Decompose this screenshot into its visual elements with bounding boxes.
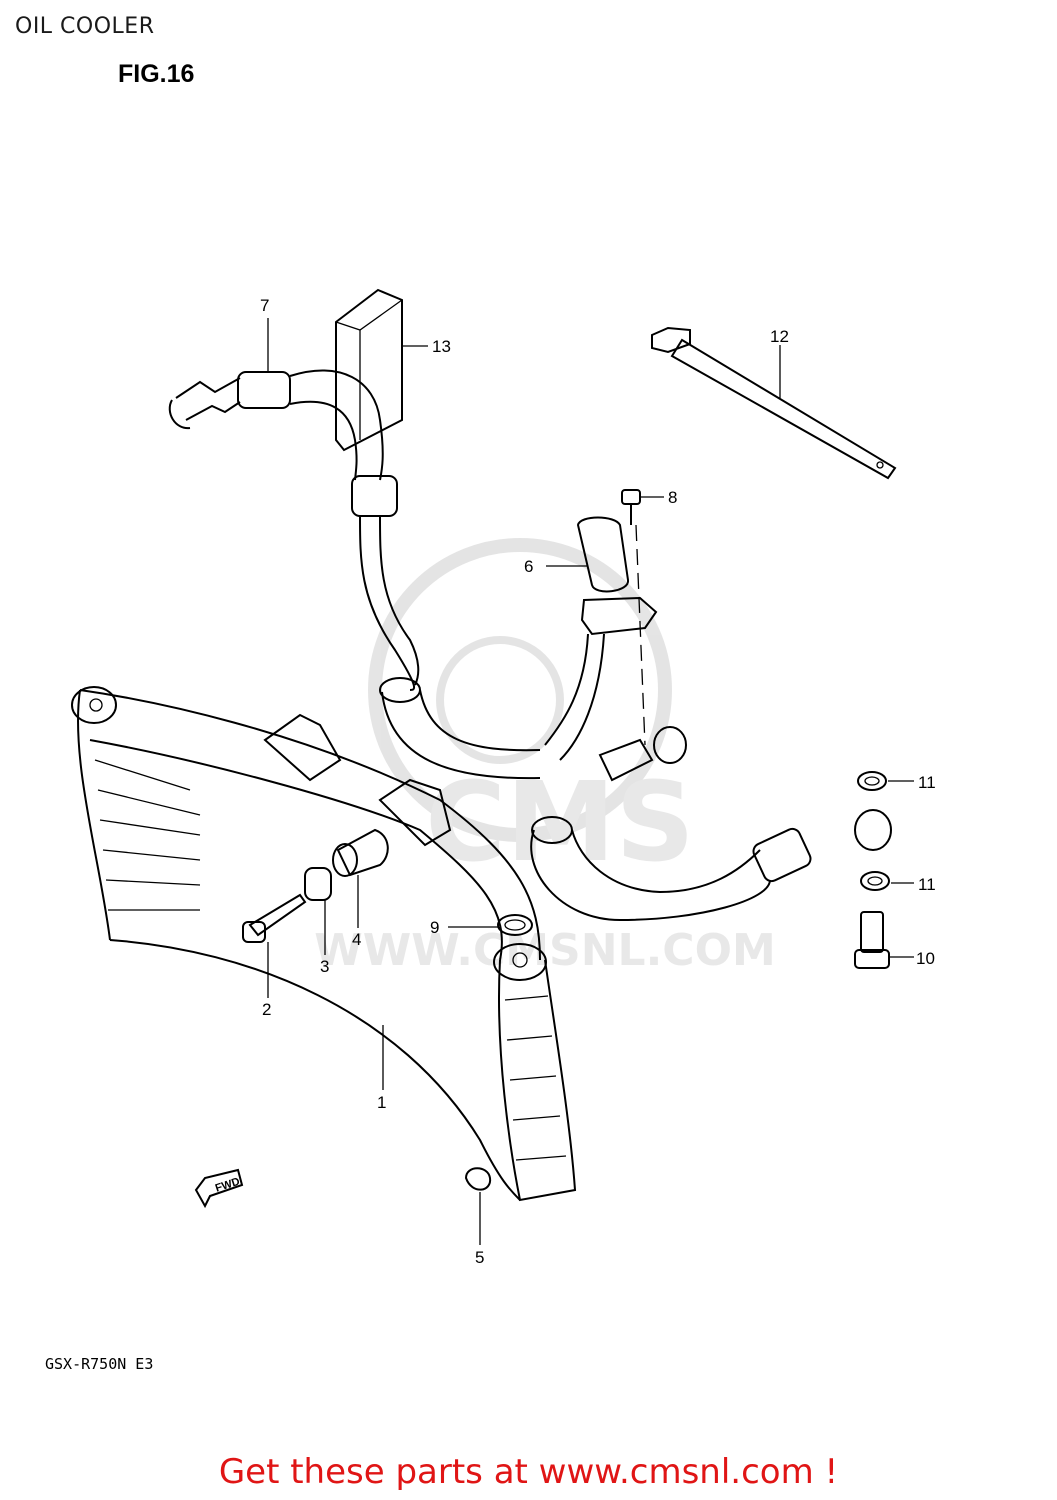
callout-4: 4 (352, 930, 361, 949)
callout-10: 10 (916, 949, 935, 968)
footer-shop-link[interactable]: Get these parts at www.cmsnl.com ! (218, 1452, 839, 1492)
banjo-bolt-washers (854, 771, 890, 969)
callout-11b: 11 (918, 875, 936, 894)
callout-2: 2 (262, 1000, 271, 1019)
figure-label: FIG.16 (118, 60, 195, 88)
oil-cooler-core (71, 686, 577, 1202)
callout-13: 13 (432, 337, 451, 356)
callout-labels: 7 13 12 8 6 11 11 10 9 4 3 2 1 5 (260, 296, 936, 1267)
leader-lines (267, 318, 914, 1245)
model-code: GSX-R750N E3 (45, 1355, 154, 1373)
callout-3: 3 (320, 957, 329, 976)
rubber-pad (335, 288, 403, 452)
watermark-logo: CMS (425, 758, 694, 886)
callout-8: 8 (668, 488, 677, 507)
callout-5: 5 (475, 1248, 484, 1267)
callout-11a: 11 (918, 773, 936, 792)
callout-6: 6 (524, 557, 533, 576)
cable-tie (651, 326, 897, 480)
upper-oil-hose (168, 369, 541, 780)
callout-9: 9 (430, 918, 439, 937)
lower-oil-pipe (530, 489, 892, 922)
callout-12: 12 (770, 327, 789, 346)
cooling-fins (94, 759, 567, 1161)
mounting-hardware (242, 828, 533, 1191)
page-title: OIL COOLER (15, 14, 155, 39)
callout-1: 1 (377, 1093, 386, 1112)
callout-7: 7 (260, 296, 269, 315)
forward-arrow[interactable]: FWD (194, 1168, 244, 1209)
forward-arrow-label: FWD (214, 1176, 242, 1195)
